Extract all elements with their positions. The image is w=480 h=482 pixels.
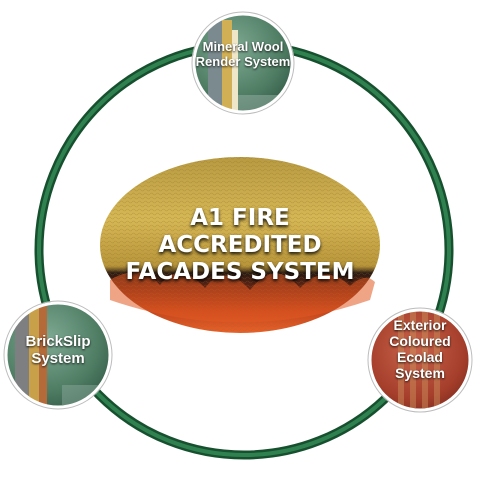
center-title-line-3: FACADES SYSTEM xyxy=(125,259,355,286)
node-left-label-line-1: BrickSlip xyxy=(25,333,91,350)
center-ellipse xyxy=(100,157,380,333)
node-top-image xyxy=(191,11,295,115)
node-top-label-line-2: Render System xyxy=(195,53,291,69)
center-title-line-1: A1 FIRE xyxy=(190,205,290,231)
center-title-line-2: ACCREDITED xyxy=(158,232,322,259)
node-left-label: BrickSlip System xyxy=(10,333,106,368)
node-right-label-line-1: Exterior xyxy=(393,317,447,333)
node-right-label-line-3: Ecolad xyxy=(397,349,443,366)
node-right-label-line-2: Coloured xyxy=(389,333,451,350)
node-left-label-line-2: System xyxy=(31,350,85,368)
node-left-image xyxy=(3,300,113,410)
node-right-label-line-4: System xyxy=(395,365,445,382)
node-top-label: Mineral Wool Render System xyxy=(188,39,298,70)
node-right-image xyxy=(367,307,473,413)
node-top-label-line-1: Mineral Wool xyxy=(202,39,284,54)
node-right-label: Exterior Coloured Ecolad System xyxy=(375,317,465,381)
center-title: A1 FIRE ACCREDITED FACADES SYSTEM xyxy=(125,205,355,286)
